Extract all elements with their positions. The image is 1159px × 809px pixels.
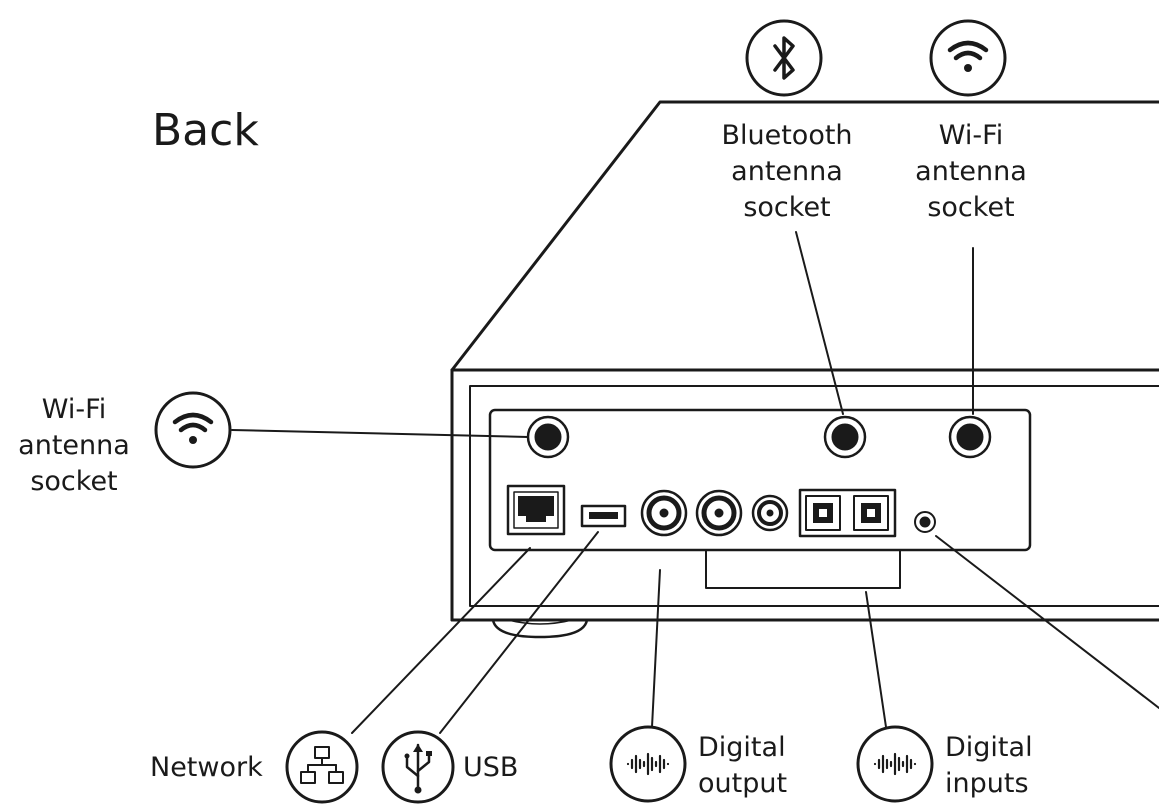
wifi-left-label-line-2: antenna — [18, 430, 130, 461]
leader-lines — [231, 231, 1159, 734]
wifi-top-label-line-3: socket — [927, 192, 1015, 223]
digital-inputs-label: Digital inputs — [945, 730, 1033, 802]
wifi-left-label-line-3: socket — [30, 466, 118, 497]
usb-port — [580, 504, 627, 528]
bluetooth-label-line-2: antenna — [731, 156, 843, 187]
optical-inputs — [798, 488, 897, 538]
wifi-top-label: Wi-Fi antenna socket — [915, 118, 1027, 226]
diagram-title: Back — [152, 105, 259, 156]
usb-label: USB — [463, 752, 519, 783]
digital-inputs-label-line-1: Digital — [945, 732, 1033, 763]
digital-audio-icon — [609, 725, 687, 803]
antenna-socket-wifi-right — [948, 415, 992, 459]
digital-inputs-label-line-2: inputs — [945, 768, 1029, 799]
digital-output-label: Digital output — [698, 730, 787, 802]
coaxial-input — [751, 494, 789, 532]
digital-output-label-line-1: Digital — [698, 732, 786, 763]
network-icon — [285, 730, 359, 804]
digital-audio-icon — [856, 725, 934, 803]
coaxial-output-1 — [640, 489, 688, 537]
bluetooth-label: Bluetooth antenna socket — [721, 118, 852, 226]
digital-output-label-line-2: output — [698, 768, 788, 799]
wifi-left-label: Wi-Fi antenna socket — [18, 392, 130, 500]
antenna-socket-wifi-left — [526, 415, 570, 459]
digital-inputs-bracket — [705, 549, 901, 589]
small-jack — [914, 511, 936, 533]
coaxial-output-2 — [695, 489, 743, 537]
bluetooth-icon — [745, 19, 823, 97]
wifi-icon — [154, 391, 232, 469]
wifi-left-label-line-1: Wi-Fi — [41, 394, 107, 425]
wifi-icon — [929, 19, 1007, 97]
connector-panel — [488, 408, 1032, 552]
antenna-socket-bluetooth — [823, 415, 867, 459]
usb-icon — [381, 730, 455, 804]
bluetooth-label-line-3: socket — [743, 192, 831, 223]
device-foot — [491, 618, 589, 639]
network-label: Network — [150, 752, 263, 783]
network-port — [506, 484, 566, 536]
wifi-top-label-line-2: antenna — [915, 156, 1027, 187]
wifi-top-label-line-1: Wi-Fi — [938, 120, 1004, 151]
bluetooth-label-line-1: Bluetooth — [721, 120, 853, 151]
